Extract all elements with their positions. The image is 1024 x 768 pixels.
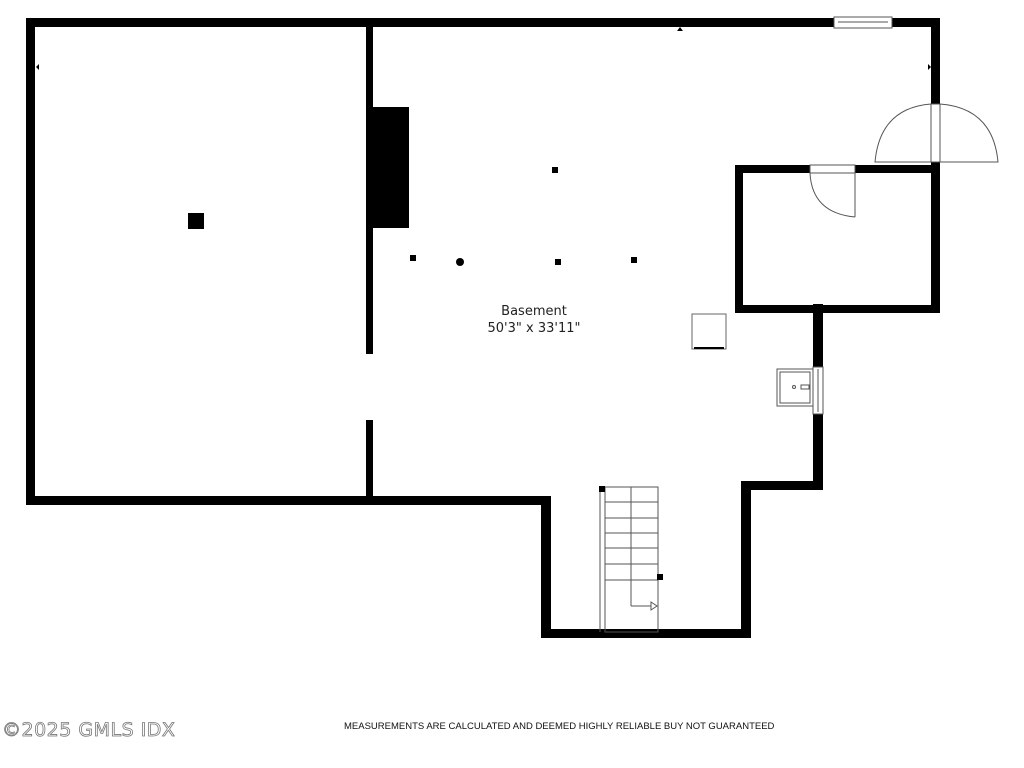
room-name-basement: Basement [501,304,567,319]
staircase [599,486,663,633]
measurement-markers [36,27,931,633]
support-posts [188,167,637,266]
chimney [373,107,409,228]
room-dimensions-basement: 50'3" x 33'11" [488,321,581,336]
exterior-double-door [874,103,999,163]
closet-door [809,164,856,218]
water-heater [691,313,727,350]
exterior-walls [26,18,940,638]
window-top [833,16,893,29]
interior-walls [366,27,940,500]
measurement-disclaimer: MEASUREMENTS ARE CALCULATED AND DEEMED H… [344,721,775,732]
sink [776,368,814,407]
copyright-watermark: ©2025 GMLS IDX [2,719,176,742]
sink-window [812,366,824,415]
